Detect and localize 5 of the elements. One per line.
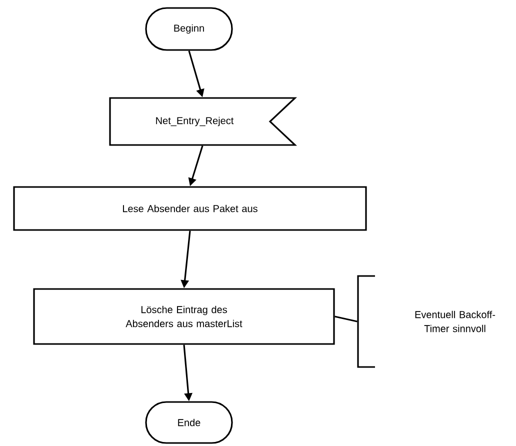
connector-line xyxy=(334,316,358,322)
signal-box: Net_Entry_Reject xyxy=(109,97,298,146)
process-box: Lösche Eintrag des Absenders aus masterList xyxy=(33,288,335,345)
annotation-bracket: Eventuell Backoff-Timer sinnvoll xyxy=(357,275,496,368)
process-box: Lese Absender aus Paket aus xyxy=(13,186,367,231)
